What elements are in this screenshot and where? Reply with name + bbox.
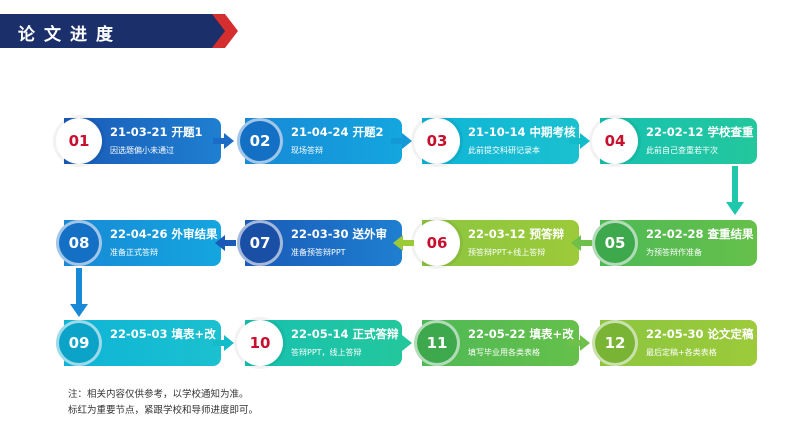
stage-subtitle: 答辩PPT，线上答辩 xyxy=(291,348,362,357)
stage-title: 22-03-30 送外审 xyxy=(291,227,388,241)
stage-title: 22-05-30 论文定稿 xyxy=(646,327,754,341)
stage-06: 06 22-03-12 预答辩 预答辩PPT+线上答辩 xyxy=(414,220,579,266)
arrow-right-icon xyxy=(569,335,590,351)
stage-title: 21-10-14 中期考核 xyxy=(468,125,576,139)
stage-number: 09 xyxy=(68,334,90,352)
stage-number: 10 xyxy=(249,334,271,352)
stage-subtitle: 因选题偏小未通过 xyxy=(110,146,174,155)
stage-circle xyxy=(237,320,283,366)
stage-01: 01 21-03-21 开题1 因选题偏小未通过 xyxy=(56,118,221,164)
arrow-right-icon xyxy=(391,335,412,351)
stage-subtitle: 为预答辩作准备 xyxy=(646,248,702,257)
stage-title: 21-04-24 开题2 xyxy=(291,125,384,139)
arrow-right-icon xyxy=(213,133,234,149)
stage-05: 05 22-02-28 查重结果 为预答辩作准备 xyxy=(592,220,757,266)
stage-circle xyxy=(592,118,638,164)
stage-number: 08 xyxy=(68,234,90,252)
stage-subtitle: 此前自己查重若干次 xyxy=(646,146,718,155)
stage-circle xyxy=(56,320,102,366)
arrow-right-icon xyxy=(391,133,412,149)
stage-number: 01 xyxy=(68,132,90,150)
stage-subtitle: 此前提交科研记录本 xyxy=(468,146,540,155)
arrow-left-icon xyxy=(571,235,592,251)
arrow-right-icon xyxy=(569,133,590,149)
stage-title: 22-02-28 查重结果 xyxy=(646,227,754,241)
stage-subtitle: 预答辩PPT+线上答辩 xyxy=(468,248,546,257)
stage-title: 22-03-12 预答辩 xyxy=(468,227,565,241)
arrow-left-icon xyxy=(215,235,236,251)
stage-circle xyxy=(237,118,283,164)
stage-circle xyxy=(56,118,102,164)
note-line-1: 注：相关内容仅供参考，以学校通知为准。 xyxy=(68,389,249,400)
stage-number: 12 xyxy=(604,334,626,352)
stage-circle xyxy=(414,320,460,366)
stage-07: 07 22-03-30 送外审 准备预答辩PPT xyxy=(237,220,402,266)
arrow-left-icon xyxy=(393,235,414,251)
note-line-2: 标红为重要节点，紧跟学校和导师进度即可。 xyxy=(68,405,259,416)
stage-circle xyxy=(414,118,460,164)
stage-03: 03 21-10-14 中期考核 此前提交科研记录本 xyxy=(414,118,579,164)
stage-circle xyxy=(56,220,102,266)
stage-subtitle: 现场答辩 xyxy=(291,146,323,155)
stage-number: 04 xyxy=(604,132,626,150)
stage-number: 11 xyxy=(426,334,448,352)
stage-number: 05 xyxy=(604,234,626,252)
stage-04: 04 22-02-12 学校查重 此前自己查重若干次 xyxy=(592,118,757,164)
stage-12: 12 22-05-30 论文定稿 最后定稿+各类表格 xyxy=(592,320,757,366)
stage-title: 22-05-03 填表+改 xyxy=(110,327,216,341)
stage-circle xyxy=(414,220,460,266)
stage-10: 10 22-05-14 正式答辩 答辩PPT，线上答辩 xyxy=(237,320,402,366)
banner-shape xyxy=(0,14,238,48)
stage-number: 03 xyxy=(426,132,448,150)
stage-subtitle: 准备正式答辩 xyxy=(110,248,158,257)
stage-09: 09 22-05-03 填表+改 xyxy=(56,320,221,366)
stage-08: 08 22-04-26 外审结果 准备正式答辩 xyxy=(56,220,221,266)
stage-02: 02 21-04-24 开题2 现场答辩 xyxy=(237,118,402,164)
stage-title: 22-04-26 外审结果 xyxy=(110,227,218,241)
stage-title: 22-05-14 正式答辩 xyxy=(291,327,399,341)
stage-circle xyxy=(592,320,638,366)
stage-subtitle: 最后定稿+各类表格 xyxy=(646,348,717,357)
stage-title: 22-05-22 填表+改 xyxy=(468,327,574,341)
stage-subtitle: 填写毕业用各类表格 xyxy=(468,348,540,357)
page-title: 论文进度 xyxy=(18,25,122,45)
stage-number: 02 xyxy=(249,132,271,150)
arrow-down-icon xyxy=(70,268,88,317)
stage-title: 22-02-12 学校查重 xyxy=(646,125,754,139)
stage-11: 11 22-05-22 填表+改 填写毕业用各类表格 xyxy=(414,320,579,366)
stage-subtitle: 准备预答辩PPT xyxy=(291,248,346,257)
stage-number: 06 xyxy=(426,234,448,252)
stage-title: 21-03-21 开题1 xyxy=(110,125,203,139)
arrow-right-icon xyxy=(213,335,234,351)
stage-circle xyxy=(592,220,638,266)
arrow-down-icon xyxy=(726,166,744,215)
stage-number: 07 xyxy=(249,234,271,252)
header-banner: 论文进度 xyxy=(0,14,238,48)
stage-circle xyxy=(237,220,283,266)
